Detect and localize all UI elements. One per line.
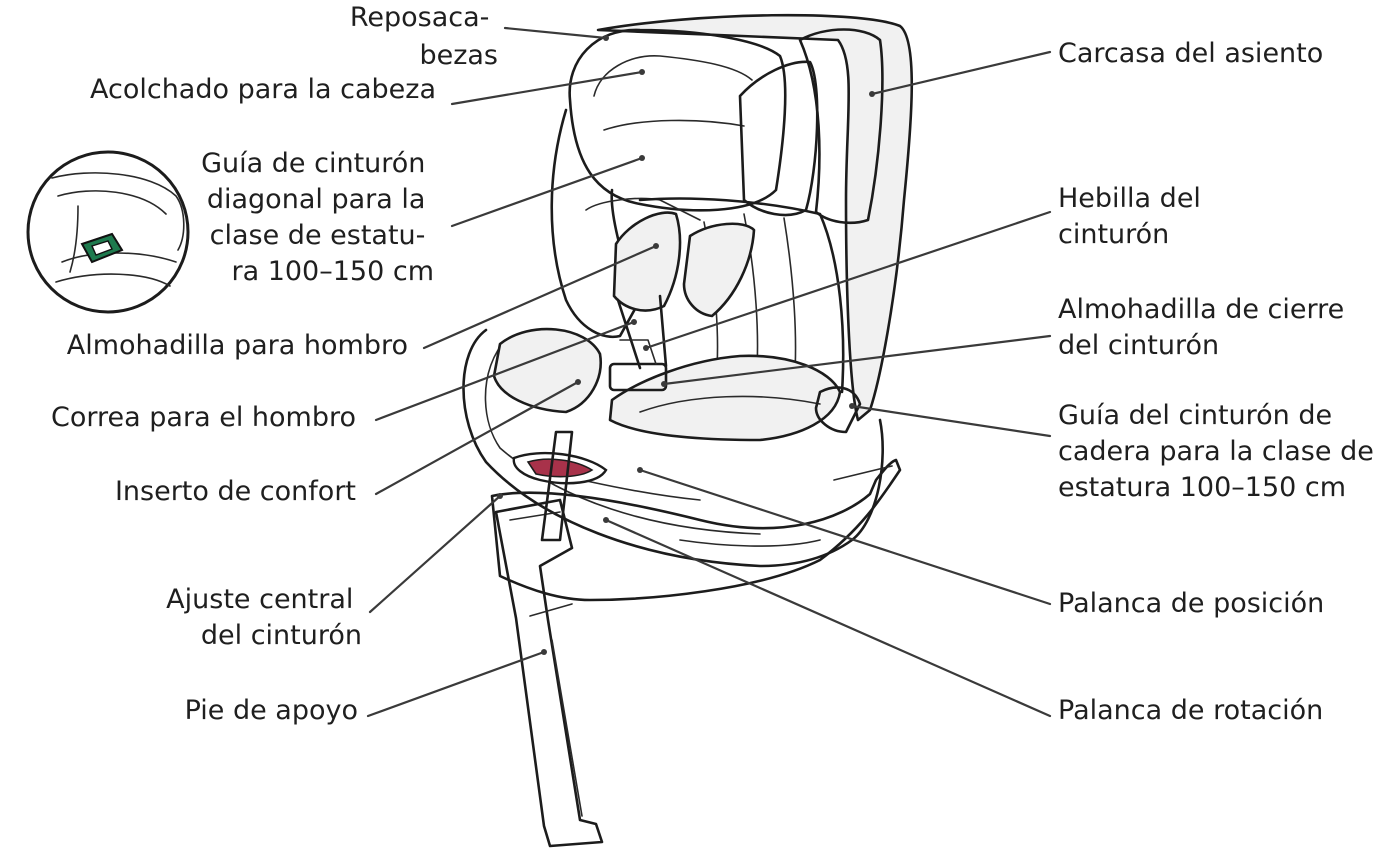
label-support-leg: Pie de apoyo [185, 695, 358, 726]
label-belt-buckle: Hebilla del cinturón [1058, 183, 1210, 250]
label-comfort-insert: Inserto de confort [115, 476, 356, 507]
label-shoulder-strap: Correa para el hombro [51, 402, 356, 433]
inset-green-guide-icon [80, 232, 124, 264]
shoulder-pad-right [682, 222, 756, 318]
label-position-lever: Palanca de posición [1058, 588, 1324, 619]
inset-belt-guide-detail [26, 150, 190, 314]
label-head-padding: Acolchado para la cabeza [90, 74, 436, 105]
leader-dots [497, 35, 875, 655]
leader-lines [366, 26, 1052, 718]
comfort-insert [492, 327, 602, 414]
label-shoulder-pad: Almohadilla para hombro [67, 330, 408, 361]
leg-pad [608, 354, 842, 442]
isofix-base [490, 458, 902, 602]
car-seat-illustration [462, 13, 914, 848]
label-headrest: Reposaca- bezas [350, 2, 498, 71]
label-central-adjust: Ajuste central del cinturón [166, 584, 362, 651]
support-leg [494, 498, 604, 848]
labels: Reposaca- bezas Acolchado para la cabeza… [51, 2, 1382, 726]
label-rotation-lever: Palanca de rotación [1058, 695, 1323, 726]
central-belt-adjust [540, 430, 574, 542]
label-seat-shell: Carcasa del asiento [1058, 38, 1323, 69]
belt-buckle [608, 362, 668, 392]
shoulder-strap [616, 294, 668, 370]
label-buckle-pad: Almohadilla de cierre del cinturón [1058, 294, 1353, 361]
label-diagonal-belt-guide: Guía de cinturón diagonal para la clase … [201, 148, 434, 287]
label-lap-belt-guide: Guía del cinturón de cadera para la clas… [1058, 400, 1382, 503]
shoulder-pad-left [612, 211, 682, 312]
